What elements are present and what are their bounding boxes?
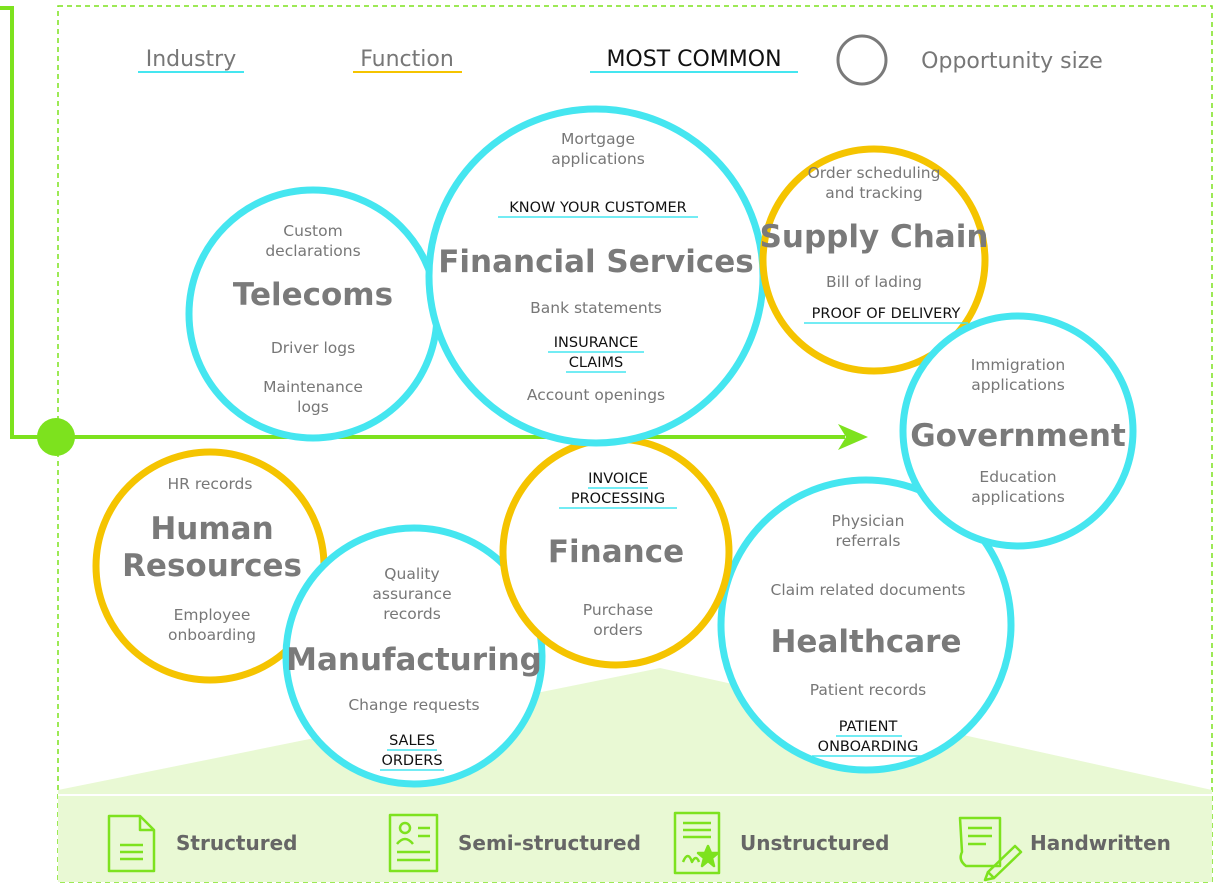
hr-employee-line2: onboarding	[168, 626, 256, 644]
hr-title-line1: Human	[150, 511, 273, 547]
health-claim-related: Claim related documents	[771, 581, 966, 599]
unstructured-document-icon	[673, 811, 721, 875]
gov-education-line1: Education	[979, 468, 1056, 486]
supply-bill-of-lading: Bill of lading	[826, 273, 922, 291]
gov-education-line2: applications	[971, 488, 1065, 506]
legend-most-common: MOST COMMON	[606, 47, 781, 72]
finance-purchase-line2: orders	[593, 621, 642, 639]
finance-invoice-line2: PROCESSING	[571, 491, 665, 507]
health-title: Healthcare	[770, 624, 961, 660]
structured-document-icon	[107, 814, 156, 873]
doc-type-structured: Structured	[176, 831, 297, 855]
health-patient-records: Patient records	[810, 681, 927, 699]
semi-structured-document-icon	[388, 813, 439, 873]
handwritten-document-icon	[958, 816, 1023, 882]
hr-title-line2: Resources	[122, 548, 302, 584]
health-physician-line2: referrals	[836, 532, 901, 550]
document-type-band	[58, 790, 1212, 882]
finserv-kyc: KNOW YOUR CUSTOMER	[509, 200, 686, 216]
health-physician-line1: Physician	[832, 512, 905, 530]
gov-immigration-line1: Immigration	[971, 356, 1065, 374]
mfg-change-requests: Change requests	[348, 696, 479, 714]
legend-function: Function	[360, 47, 454, 72]
circle-manufacturing	[282, 524, 546, 788]
supply-order-line2: and tracking	[825, 184, 923, 202]
supply-order-line1: Order scheduling	[808, 164, 941, 182]
finserv-account-openings: Account openings	[527, 386, 665, 404]
circle-supply-chain	[759, 145, 989, 375]
legend-industry: Industry	[146, 47, 237, 72]
finserv-title: Financial Services	[438, 244, 754, 280]
mfg-quality-line3: records	[383, 605, 441, 623]
telecoms-maintenance-line1: Maintenance	[263, 378, 363, 396]
doc-type-unstructured: Unstructured	[740, 831, 889, 855]
mfg-quality-line1: Quality	[384, 565, 439, 583]
circle-healthcare	[717, 476, 1015, 774]
legend-opportunity-size: Opportunity size	[921, 49, 1103, 74]
finance-invoice-line1: INVOICE	[588, 471, 648, 487]
doc-type-semi-structured: Semi-structured	[458, 831, 641, 855]
hr-employee-line1: Employee	[174, 606, 251, 624]
gov-title: Government	[910, 418, 1126, 454]
flow-node	[37, 418, 75, 456]
finserv-mortgage-line2: applications	[551, 150, 645, 168]
mfg-sales-line1: SALES	[389, 733, 435, 749]
gov-immigration-line2: applications	[971, 376, 1065, 394]
mfg-sales-line2: ORDERS	[381, 753, 442, 769]
finance-purchase-line1: Purchase	[583, 601, 653, 619]
document-type-funnel	[58, 668, 1212, 790]
telecoms-custom-line1: Custom	[283, 222, 342, 240]
supply-title: Supply Chain	[760, 219, 989, 255]
finserv-mortgage-line1: Mortgage	[561, 130, 635, 148]
flow-arrow-head	[838, 424, 868, 450]
finserv-insurance-line1: INSURANCE	[554, 335, 638, 351]
telecoms-title: Telecoms	[233, 277, 393, 313]
telecoms-custom-line2: declarations	[265, 242, 360, 260]
finserv-bank-statements: Bank statements	[530, 299, 662, 317]
telecoms-maintenance-line2: logs	[297, 398, 329, 416]
doc-type-handwritten: Handwritten	[1030, 831, 1171, 855]
finance-title: Finance	[548, 534, 684, 570]
mfg-quality-line2: assurance	[372, 585, 451, 603]
mfg-title: Manufacturing	[286, 642, 542, 678]
finserv-insurance-line2: CLAIMS	[569, 355, 623, 371]
health-patient-onboarding-line1: PATIENT	[839, 719, 898, 735]
telecoms-driver-logs: Driver logs	[271, 339, 355, 357]
opportunity-size-icon	[836, 34, 888, 86]
health-patient-onboarding-line2: ONBOARDING	[818, 739, 919, 755]
hr-records: HR records	[168, 475, 253, 493]
supply-proof-of-delivery: PROOF OF DELIVERY	[812, 306, 961, 322]
flow-connector	[0, 6, 845, 439]
circle-government	[899, 312, 1137, 550]
